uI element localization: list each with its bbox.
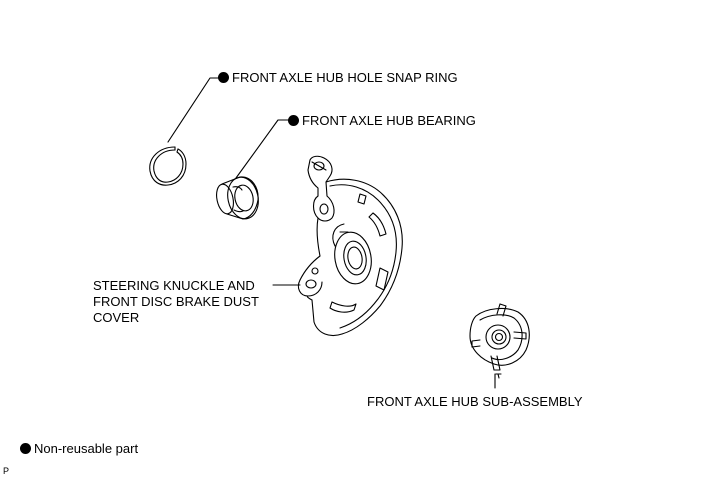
non-reusable-dot-icon (218, 72, 229, 83)
snap-ring-label-text: FRONT AXLE HUB HOLE SNAP RING (232, 70, 458, 85)
knuckle-label-line1: STEERING KNUCKLE AND (93, 278, 255, 293)
hub-label: FRONT AXLE HUB SUB-ASSEMBLY (367, 394, 583, 410)
bearing-label-text: FRONT AXLE HUB BEARING (302, 113, 476, 128)
legend: Non-reusable part (20, 441, 138, 457)
legend-text: Non-reusable part (34, 441, 139, 456)
snap-ring-part (149, 146, 187, 186)
knuckle-label-line2: FRONT DISC BRAKE DUST (93, 294, 259, 309)
corner-mark: P (3, 466, 10, 476)
steering-knuckle-part (297, 155, 403, 337)
bearing-label: FRONT AXLE HUB BEARING (288, 113, 476, 129)
knuckle-label-line3: COVER (93, 310, 140, 325)
snap-ring-label: FRONT AXLE HUB HOLE SNAP RING (218, 70, 458, 86)
knuckle-label: STEERING KNUCKLE AND FRONT DISC BRAKE DU… (93, 278, 259, 326)
hub-bearing-part (216, 176, 259, 220)
hub-label-text: FRONT AXLE HUB SUB-ASSEMBLY (367, 394, 583, 409)
axle-hub-part (469, 303, 530, 379)
non-reusable-dot-icon (288, 115, 299, 126)
non-reusable-dot-icon (20, 443, 31, 454)
leader-lines (167, 77, 496, 389)
